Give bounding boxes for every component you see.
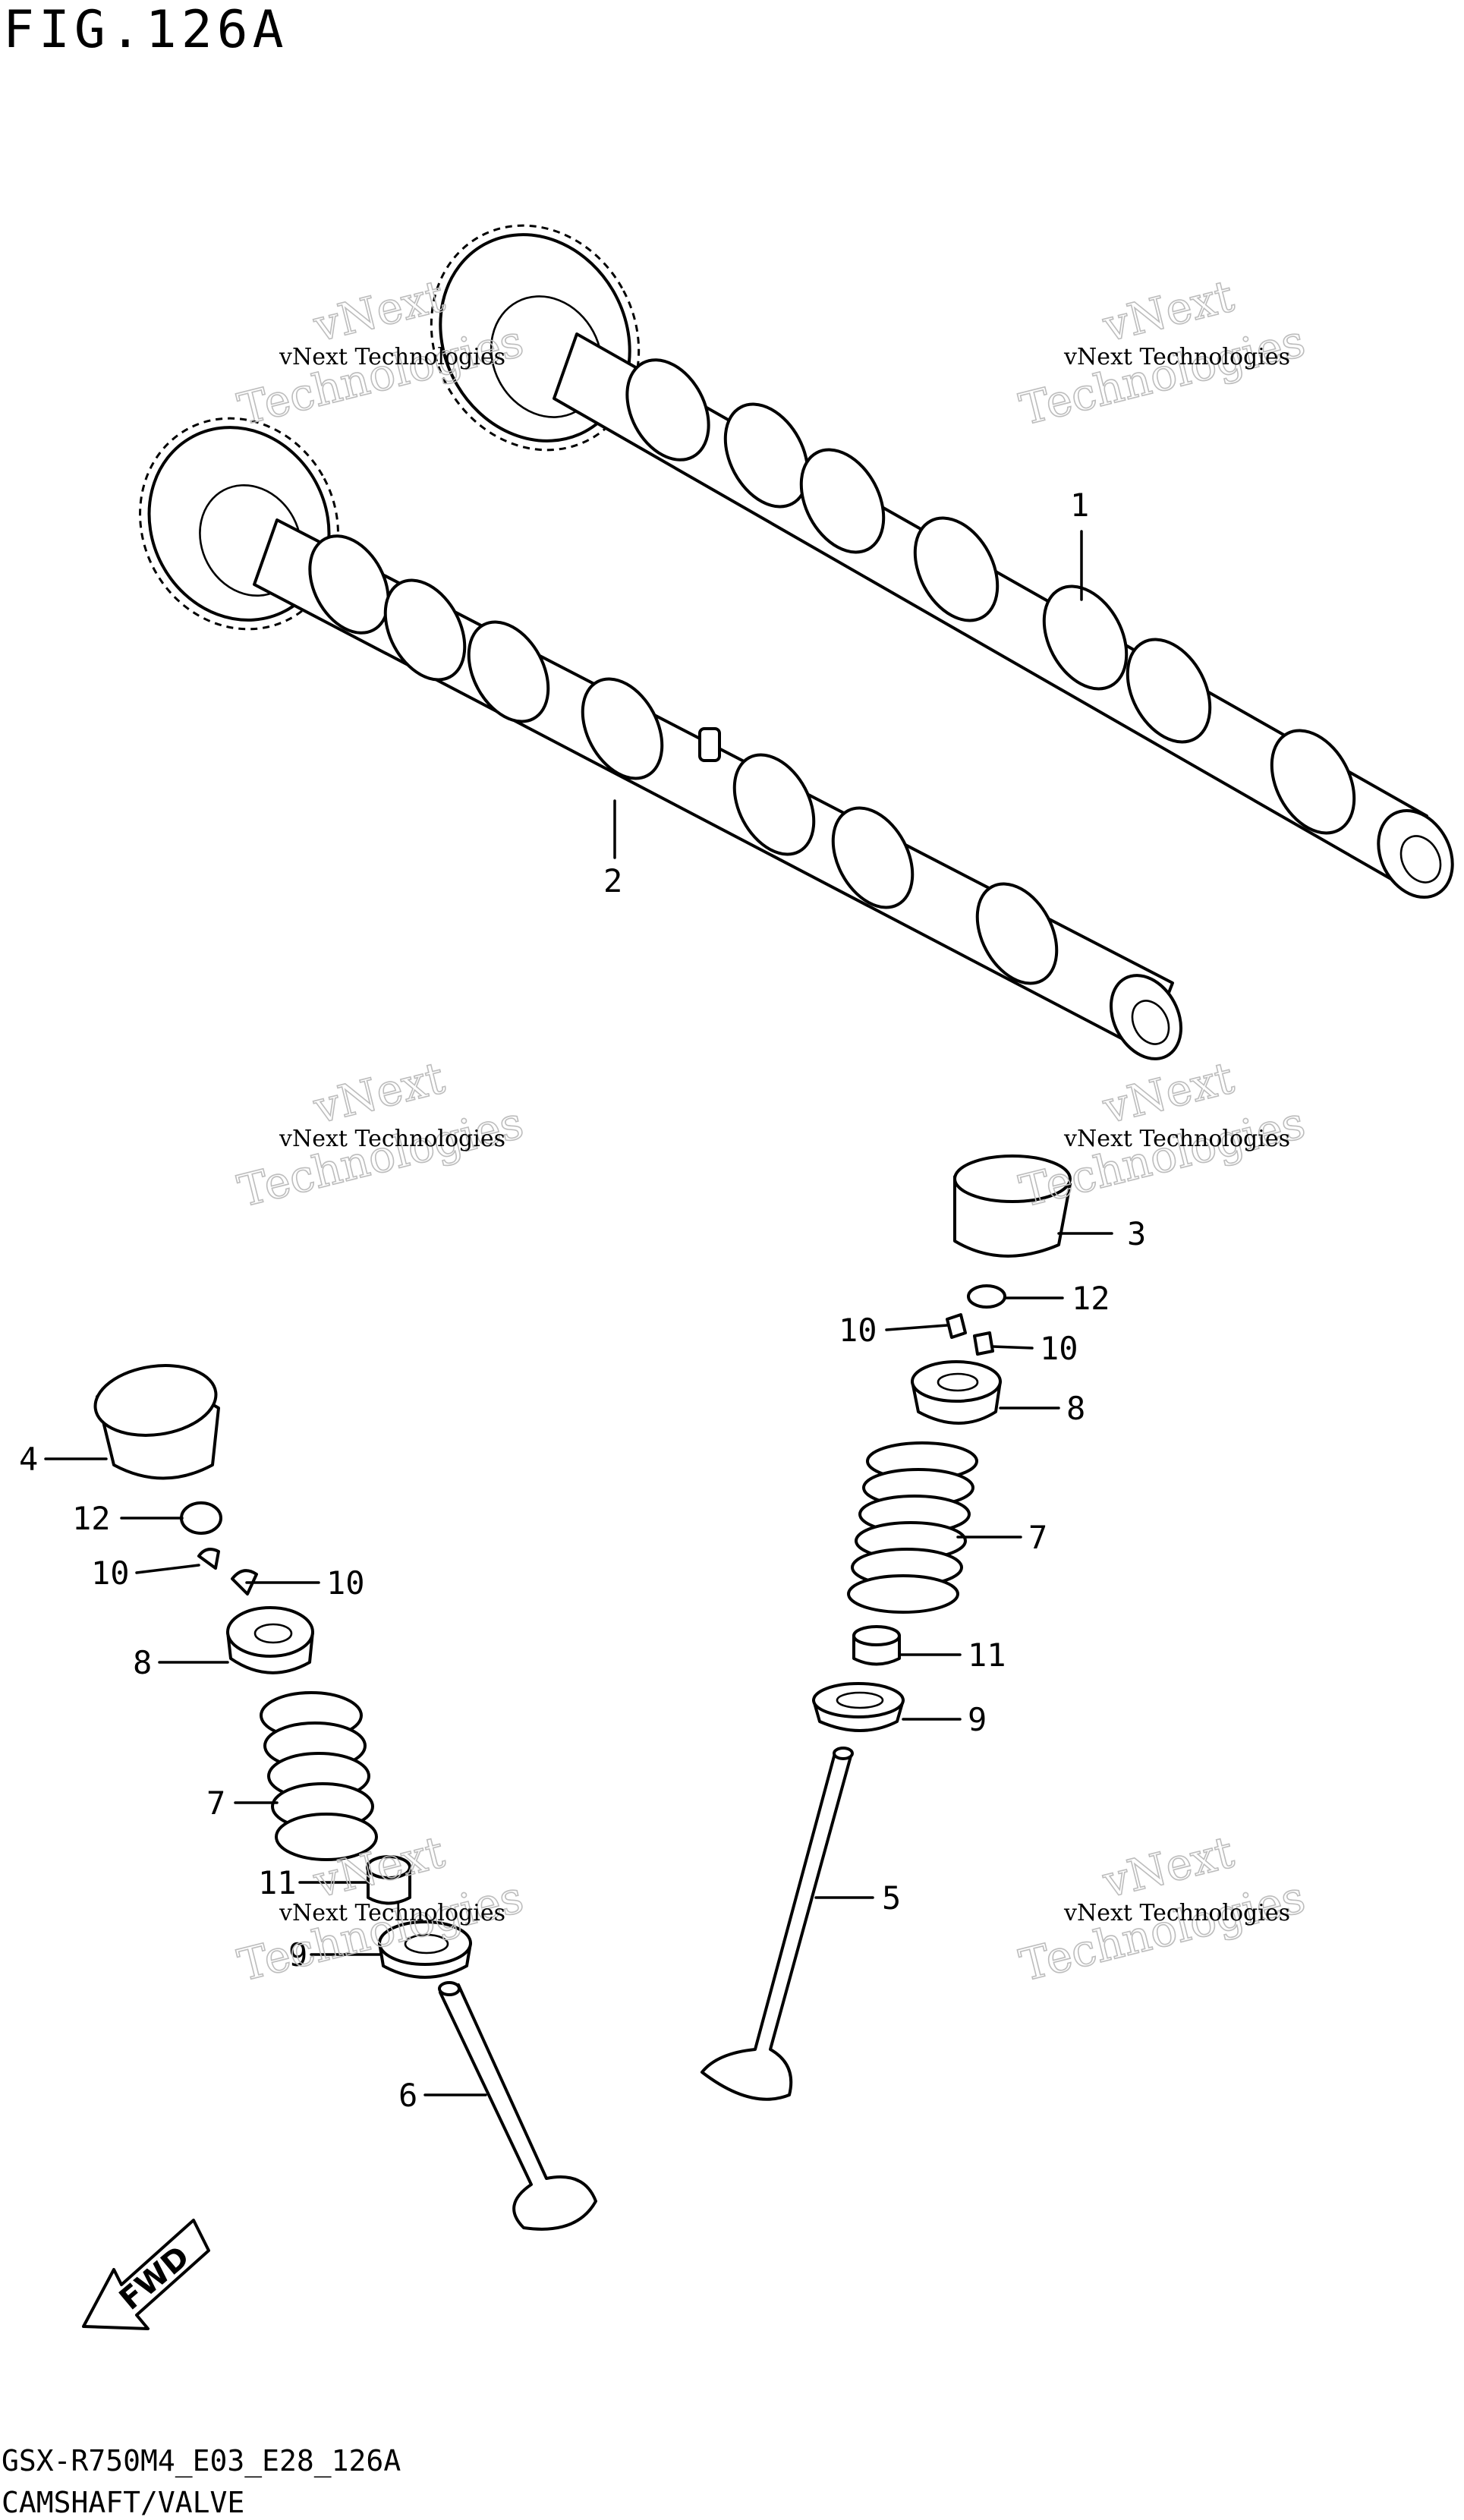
cotter-10-left-a <box>197 1548 220 1570</box>
spring-7-right <box>847 1441 978 1614</box>
callout-8-right: 8 <box>1066 1390 1085 1427</box>
spring-7-left <box>260 1691 378 1861</box>
model-code: GSX-R750M4_E03_E28_126A <box>2 2444 401 2478</box>
retainer-8-right <box>911 1360 1002 1425</box>
svg-text:vNext Technologies: vNext Technologies <box>1063 344 1290 370</box>
valve-6 <box>438 1981 597 2231</box>
seal-11-right <box>852 1625 901 1666</box>
callout-10-right-right: 10 <box>1040 1330 1078 1367</box>
shim-12-left <box>180 1501 222 1535</box>
camshaft-2 <box>139 417 1183 1060</box>
callout-8-left: 8 <box>133 1644 152 1681</box>
callout-12-left: 12 <box>72 1500 111 1537</box>
watermark-bottom-left: vNext Technologies vNext Technologies <box>232 1825 529 1992</box>
seat-9-right <box>812 1682 905 1732</box>
tappet-4 <box>93 1364 220 1480</box>
valve-5 <box>701 1747 854 2101</box>
callout-2: 2 <box>603 862 622 899</box>
leader-lines <box>44 530 1113 2096</box>
cotter-10-left-b <box>231 1569 258 1595</box>
callout-3: 3 <box>1127 1215 1146 1252</box>
watermark-top-right: vNext Technologies vNext Technologies <box>1014 269 1311 436</box>
watermark-bottom-right: vNext Technologies vNext Technologies <box>1014 1825 1311 1992</box>
svg-text:vNext Technologies: vNext Technologies <box>1063 1900 1290 1926</box>
callout-7-left: 7 <box>206 1784 225 1822</box>
callout-4: 4 <box>19 1441 38 1478</box>
shim-12-right <box>967 1284 1006 1309</box>
cotter-10-right-a <box>946 1313 967 1339</box>
callout-11-right: 11 <box>968 1636 1006 1674</box>
callout-5: 5 <box>882 1879 901 1917</box>
callout-11-left: 11 <box>258 1864 297 1901</box>
seal-11-left <box>366 1855 411 1905</box>
callout-10-left-right: 10 <box>326 1564 365 1602</box>
figure-title: FIG.126A <box>3 0 288 60</box>
tappet-3 <box>953 1154 1072 1258</box>
retainer-8-left <box>226 1606 314 1674</box>
callout-6: 6 <box>398 2077 417 2114</box>
callout-1: 1 <box>1070 487 1089 524</box>
callout-9-left: 9 <box>288 1936 307 1973</box>
camshaft-1 <box>430 224 1454 899</box>
figure-caption: CAMSHAFT/VALVE <box>2 2486 244 2519</box>
cotter-10-right-b <box>973 1331 994 1356</box>
callouts: 1 2 3 12 10 10 8 7 11 9 5 4 12 10 10 8 7… <box>19 487 1146 2114</box>
callout-10-right-left: 10 <box>839 1312 877 1349</box>
callout-10-left-left: 10 <box>91 1555 130 1592</box>
watermark-middle-right: vNext Technologies vNext Technologies <box>1014 1051 1311 1218</box>
svg-text:vNext Technologies: vNext Technologies <box>279 1900 505 1926</box>
seat-9-left <box>378 1920 472 1979</box>
callout-7-right: 7 <box>1028 1519 1047 1556</box>
callout-12-right: 12 <box>1072 1280 1110 1317</box>
svg-text:vNext Technologies: vNext Technologies <box>279 1126 505 1152</box>
fwd-arrow-icon: FWD <box>82 2219 210 2330</box>
watermark-middle-left: vNext Technologies vNext Technologies <box>232 1051 529 1218</box>
callout-9-right: 9 <box>968 1701 987 1738</box>
svg-text:vNext Technologies: vNext Technologies <box>279 344 505 370</box>
svg-text:vNext Technologies: vNext Technologies <box>1063 1126 1290 1152</box>
